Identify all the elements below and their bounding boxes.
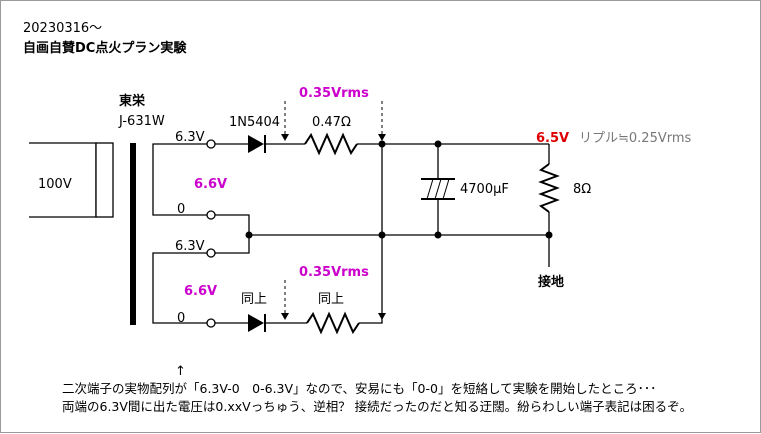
- transformer-maker: 東栄: [119, 93, 146, 109]
- cap-hatch-3: [442, 178, 450, 200]
- top-ripple-label: 0.35Vrms: [299, 86, 369, 101]
- load-resistor: [538, 163, 560, 213]
- top-resistor-label: 0.47Ω: [312, 115, 351, 130]
- output-ripple-label: リプル≒0.25Vrms: [579, 131, 692, 146]
- junction-cap-bottom: [434, 231, 442, 239]
- terminal-top-0: [206, 210, 216, 220]
- terminal-bottom-6v3: [206, 248, 216, 258]
- top-winding-voltage: 6.6V: [194, 177, 227, 192]
- note-line-1: 二次端子の実物配列が「6.3V-0 0-6.3V」なので、安易にも「0-0」を短…: [62, 381, 656, 396]
- transformer-model: J-631W: [118, 114, 165, 129]
- capacitor-label: 4700μF: [460, 182, 509, 197]
- bottom-return-wire: [359, 144, 383, 324]
- load-label: 8Ω: [573, 182, 591, 197]
- center-short-wire: [215, 214, 250, 254]
- cap-hatch-1: [426, 178, 434, 200]
- junction-center-tap: [245, 231, 253, 239]
- junction-top-out: [378, 140, 386, 148]
- bottom-probe-left-arrow: [281, 313, 289, 320]
- output-voltage-label: 6.5V: [536, 131, 569, 146]
- transformer-core: [130, 143, 136, 325]
- terminal-bottom-0: [206, 318, 216, 328]
- bottom-tap-low-label: 0: [177, 311, 185, 326]
- top-probe-left-arrow: [281, 134, 289, 141]
- terminal-top-6v3: [206, 139, 216, 149]
- bottom-resistor: [306, 311, 360, 335]
- top-resistor: [304, 132, 358, 156]
- bottom-diode-label: 同上: [241, 292, 267, 307]
- bottom-tap-high-label: 6.3V: [175, 239, 205, 254]
- primary-winding: [95, 142, 114, 218]
- junction-cap-top: [434, 140, 442, 148]
- note-line-2: 両端の6.3V間に出た電圧は0.xxVっちゅう、逆相？ 接続だったのだと知る迂闊…: [62, 399, 692, 414]
- top-diode-body: [248, 135, 264, 153]
- bottom-diode-body: [248, 314, 264, 332]
- secondary-winding-top: [152, 143, 211, 216]
- top-diode-label: 1N5404: [229, 115, 280, 130]
- ground-label: 接地: [538, 274, 564, 290]
- top-tap-low-label: 0: [177, 202, 185, 217]
- top-tap-high-label: 6.3V: [175, 130, 205, 145]
- bottom-resistor-label: 同上: [318, 292, 344, 307]
- bottom-winding-voltage: 6.6V: [184, 284, 217, 299]
- top-probe-right-arrow: [378, 134, 386, 141]
- junction-ground-mid: [378, 231, 386, 239]
- page-title: 自画自賛DC点火プラン実験: [23, 40, 187, 56]
- bottom-probe-right-arrow: [378, 313, 386, 320]
- date-label: 20230316～: [23, 21, 102, 36]
- secondary-winding-bottom: [152, 252, 211, 324]
- bottom-ripple-label: 0.35Vrms: [299, 265, 369, 280]
- primary-voltage-label: 100V: [38, 177, 72, 192]
- cap-hatch-2: [434, 178, 442, 200]
- junction-load-bottom: [545, 231, 553, 239]
- note-arrow: ↑: [175, 364, 186, 379]
